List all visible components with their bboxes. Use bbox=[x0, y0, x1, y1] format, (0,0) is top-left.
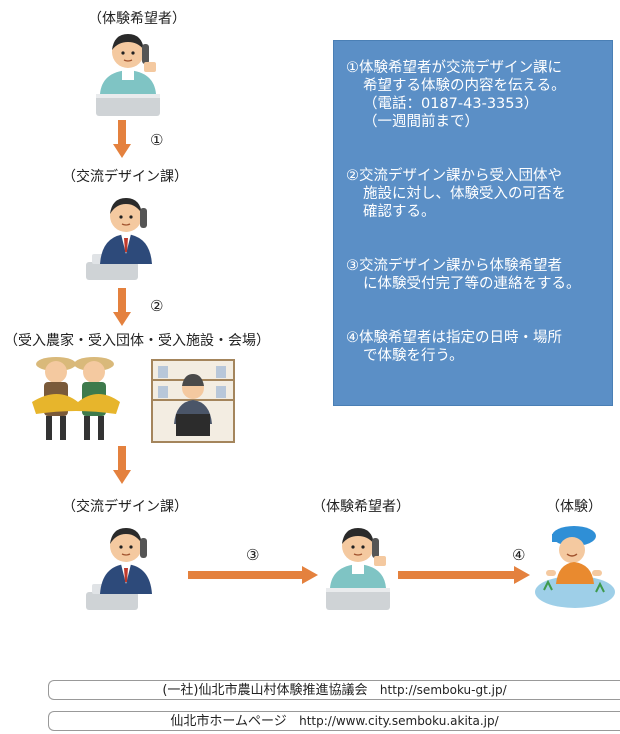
step-2-description: ②交流デザイン課から受入団体や 施設に対し、体験受入の可否を 確認する。 bbox=[346, 167, 606, 221]
label-applicant-top: （体験希望者） bbox=[88, 11, 186, 27]
step-1-desc-line3: （電話：0187-43-3353） bbox=[363, 96, 539, 112]
label-experience: （体験） bbox=[546, 499, 602, 515]
step-2-desc-line1: ②交流デザイン課から受入団体や bbox=[346, 168, 562, 184]
step-1-desc-line2: 希望する体験の内容を伝える。 bbox=[363, 78, 566, 94]
step-1-desc-line1: ①体験希望者が交流デザイン課に bbox=[346, 60, 562, 76]
city-link-box[interactable]: 仙北市ホームページ http://www.city.semboku.akita.… bbox=[48, 711, 620, 731]
child-activity-icon bbox=[535, 526, 615, 608]
step-2-desc-line2: 施設に対し、体験受入の可否を bbox=[363, 186, 566, 202]
council-url[interactable]: http://semboku-gt.jp/ bbox=[379, 683, 507, 697]
flow-arrow-down-3 bbox=[113, 446, 131, 484]
phone-applicant-icon bbox=[96, 34, 160, 116]
step-3-description: ③交流デザイン課から体験希望者 に体験受付完了等の連絡をする。 bbox=[346, 257, 606, 293]
step-4-marker: ④ bbox=[512, 546, 526, 564]
step-4-desc-line1: ④体験希望者は指定の日時・場所 bbox=[346, 330, 562, 346]
step-1-desc-line4: （一週間前まで） bbox=[363, 114, 479, 130]
staff-design-2-icon bbox=[86, 528, 152, 610]
step-4-description: ④体験希望者は指定の日時・場所 で体験を行う。 bbox=[346, 329, 606, 365]
step-4-desc-line2: で体験を行う。 bbox=[363, 348, 464, 364]
flow-arrow-down-1 bbox=[113, 120, 131, 158]
label-design-section-1: （交流デザイン課） bbox=[62, 169, 188, 185]
label-hosts: （受入農家・受入団体・受入施設・会場） bbox=[4, 333, 270, 349]
step-1-description: ①体験希望者が交流デザイン課に 希望する体験の内容を伝える。 （電話：0187-… bbox=[346, 59, 606, 131]
farmers-icon bbox=[32, 357, 120, 440]
flow-arrow-right-3 bbox=[188, 566, 318, 584]
council-link-box[interactable]: (一社)仙北市農山村体験推進協議会 http://semboku-gt.jp/ bbox=[48, 680, 620, 700]
label-applicant-bottom: （体験希望者） bbox=[312, 499, 410, 515]
label-design-section-2: （交流デザイン課） bbox=[62, 499, 188, 515]
step-3-desc-line2: に体験受付完了等の連絡をする。 bbox=[363, 276, 581, 292]
city-url[interactable]: http://www.city.semboku.akita.jp/ bbox=[299, 714, 499, 728]
council-name: (一社)仙北市農山村体験推進協議会 bbox=[162, 683, 368, 698]
steps-description-panel: ①体験希望者が交流デザイン課に 希望する体験の内容を伝える。 （電話：0187-… bbox=[333, 40, 613, 406]
city-homepage-name: 仙北市ホームページ bbox=[170, 714, 287, 729]
flow-arrow-down-2 bbox=[113, 288, 131, 326]
step-2-desc-line3: 確認する。 bbox=[363, 204, 436, 220]
step-1-marker: ① bbox=[150, 131, 164, 149]
shop-keeper-icon bbox=[151, 359, 235, 443]
step-3-desc-line1: ③交流デザイン課から体験希望者 bbox=[346, 258, 562, 274]
staff-design-icon bbox=[86, 198, 152, 280]
phone-applicant-2-icon bbox=[326, 528, 390, 610]
step-2-marker: ② bbox=[150, 297, 164, 315]
flow-arrow-right-4 bbox=[398, 566, 530, 584]
step-3-marker: ③ bbox=[246, 546, 260, 564]
